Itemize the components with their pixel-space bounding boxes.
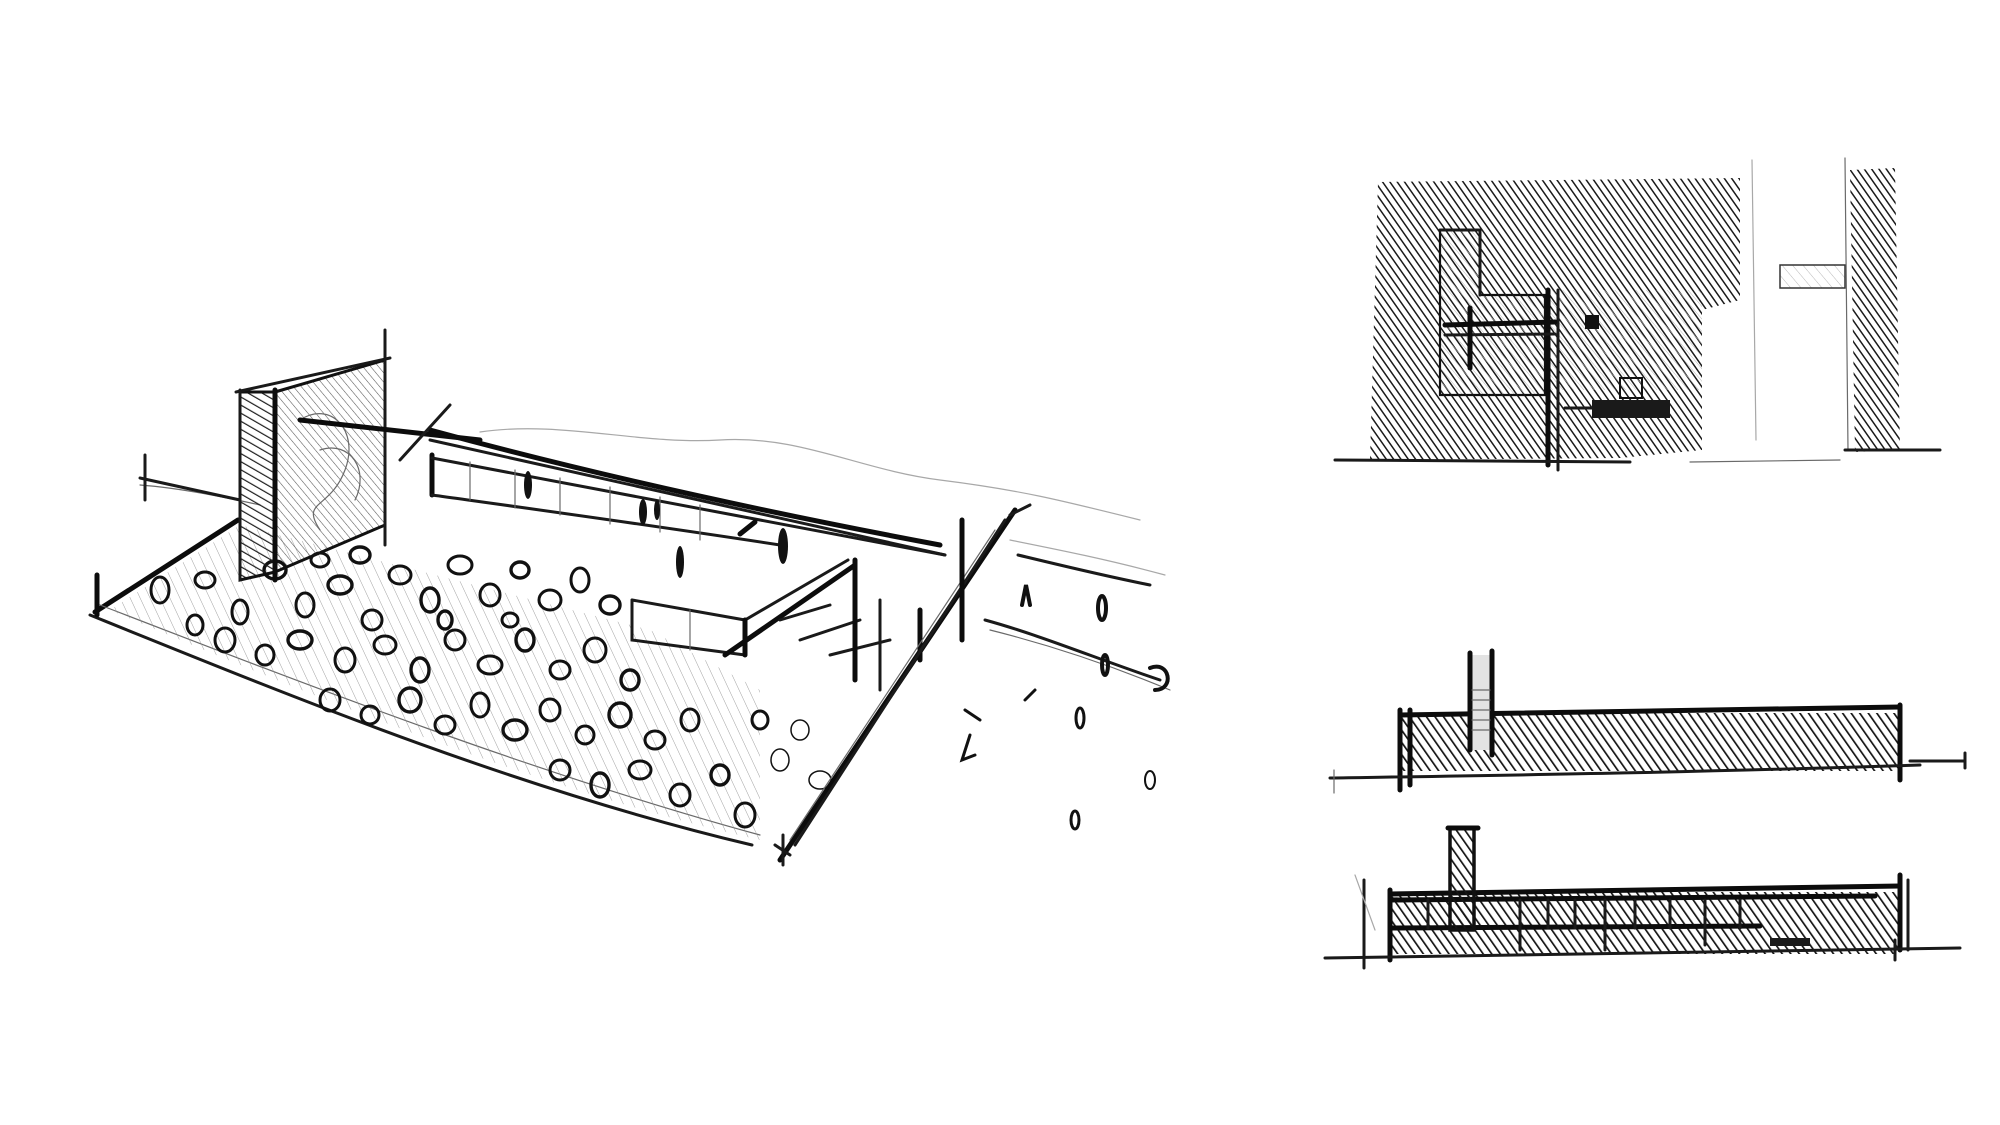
site-plan-drawing <box>1333 157 1942 472</box>
perspective-sketch <box>88 328 1171 867</box>
elevation-2-drawing <box>1323 825 1962 970</box>
elevation-1-sketch <box>1320 615 2000 805</box>
site-plan-sketch <box>1330 150 1950 490</box>
elevation-1-drawing <box>1328 648 1967 794</box>
tall-hatched-wall <box>234 328 392 583</box>
diagonal-wall <box>773 503 1032 867</box>
glass-pavilion <box>429 452 947 578</box>
perspective-drawing <box>88 328 1171 867</box>
stepping-stones <box>959 584 1170 831</box>
elevation-2-sketch <box>1320 820 2000 1010</box>
pebble-field <box>149 545 832 829</box>
